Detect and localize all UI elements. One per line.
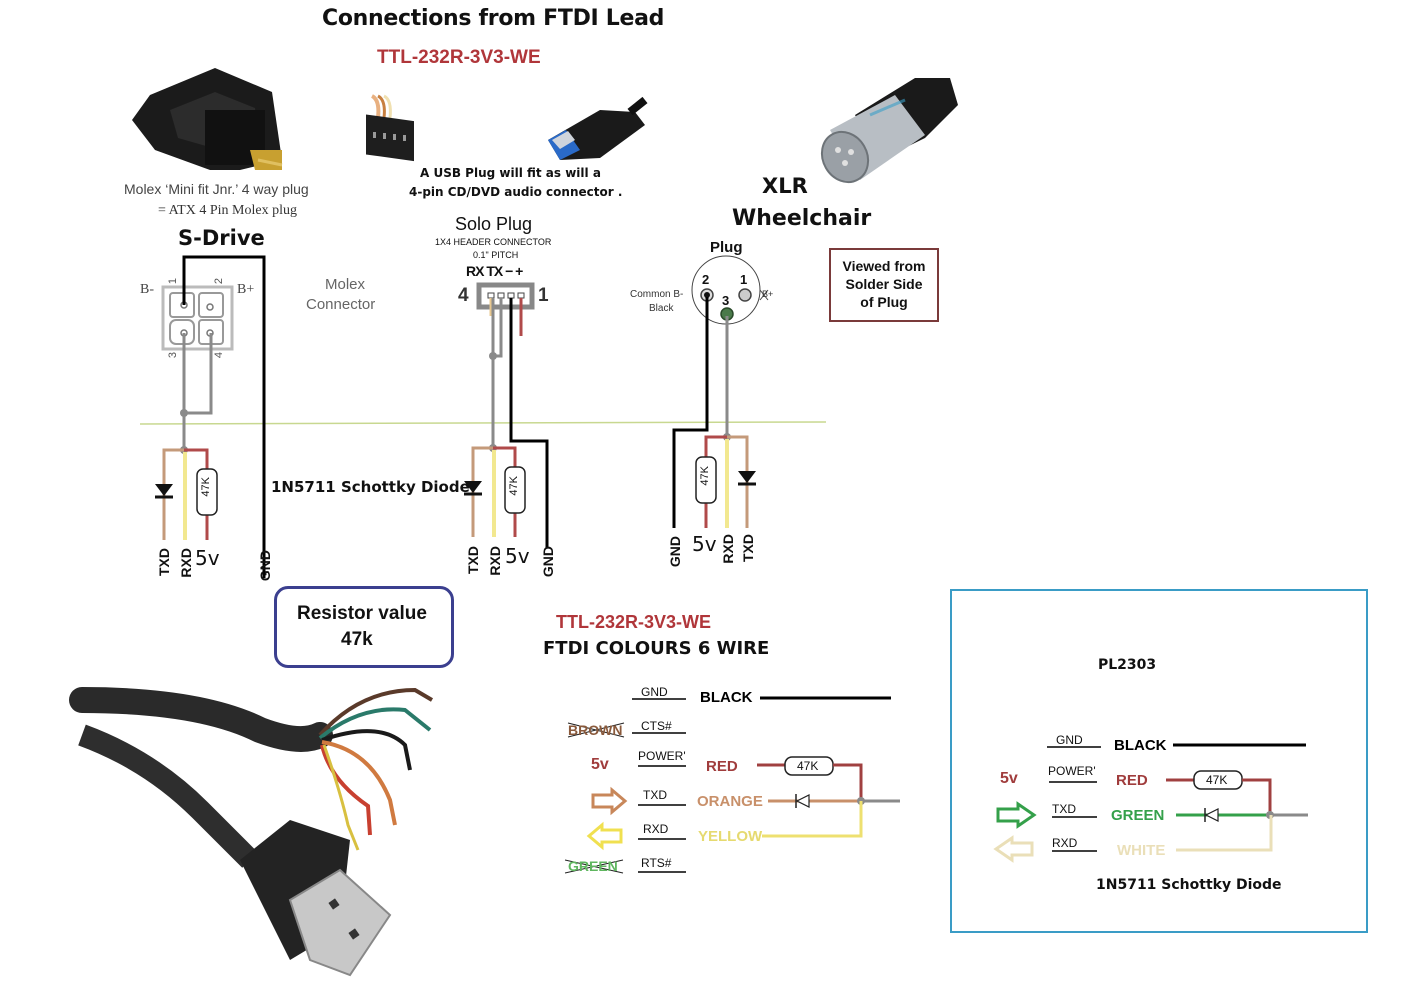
ftdi-table-wiring xyxy=(564,696,900,874)
solo-rxd-label: RXD xyxy=(487,546,503,576)
xlr-pin-2: 2 xyxy=(702,272,710,287)
s-drive-resistor-label: 47K xyxy=(200,477,212,497)
view-note-line2: Solder Side xyxy=(845,276,923,292)
xlr-wiring xyxy=(672,297,756,528)
ftdi-colour-yellow: YELLOW xyxy=(698,828,763,845)
ftdi-signal-rts: RTS# xyxy=(641,856,672,870)
molex-plug-photo xyxy=(132,68,283,170)
molex-caption-line1: Molex ‘Mini fit Jnr.’ 4 way plug xyxy=(124,181,309,197)
solo-plug-subtitle-1: 1X4 HEADER CONNECTOR xyxy=(435,237,552,247)
pl2303-signal-power: POWER' xyxy=(1048,764,1096,778)
ftdi-resistor-label: 47K xyxy=(797,759,819,773)
s-drive-molex-connector xyxy=(161,285,234,351)
diode-label: 1N5711 Schottky Diode xyxy=(271,478,470,496)
b-minus-label: B- xyxy=(140,282,154,297)
view-note-line3: of Plug xyxy=(860,294,908,310)
ftdi-signal-txd: TXD xyxy=(643,788,667,802)
pl2303-signal-rxd: RXD xyxy=(1052,836,1078,850)
ftdi-table-model: TTL-232R-3V3-WE xyxy=(556,612,712,632)
pl2303-colour-white: WHITE xyxy=(1117,842,1166,859)
viewed-from-solder-side-note: Viewed from Solder Side of Plug xyxy=(829,248,939,322)
s-drive-title: S-Drive xyxy=(178,226,265,250)
xlr-common-label-1: Common B- xyxy=(630,289,684,300)
xlr-pin-diagram xyxy=(691,255,769,325)
xlr-title: XLR xyxy=(762,174,808,198)
guide-line xyxy=(139,421,827,425)
xlr-5v-label: 5v xyxy=(692,532,717,556)
s-drive-rxd-label: RXD xyxy=(178,548,194,578)
usb-plug-photo xyxy=(548,96,648,160)
solo-5v-label: 5v xyxy=(505,544,530,568)
xlr-resistor-label: 47K xyxy=(699,466,711,486)
solo-plug-connector xyxy=(476,282,535,310)
ftdi-unused-brown: BROWN xyxy=(568,722,623,738)
usb-caption-line1: A USB Plug will fit as will a xyxy=(420,166,601,180)
s-drive-txd-label: TXD xyxy=(156,548,172,576)
pin-label-3: 3 xyxy=(167,351,180,359)
xlr-rxd-label: RXD xyxy=(720,534,736,564)
pin-label-1: 1 xyxy=(167,277,180,285)
pl2303-signal-txd: TXD xyxy=(1052,802,1076,816)
solo-pin-4-label: 4 xyxy=(458,285,469,306)
xlr-plug-photo xyxy=(820,78,958,184)
ftdi-cable-photo xyxy=(69,687,434,977)
solo-plug-wiring xyxy=(464,298,549,548)
solo-plug-subtitle-2: 0.1" PITCH xyxy=(473,250,519,260)
xlr-b-plus-label: B+ xyxy=(762,289,774,299)
pl2303-signal-gnd: GND xyxy=(1056,733,1083,747)
pl2303-title: PL2303 xyxy=(1098,657,1157,673)
model-label: TTL-232R-3V3-WE xyxy=(377,47,541,68)
solo-pin-1-label: 1 xyxy=(538,285,549,306)
ftdi-5v-label: 5v xyxy=(591,756,609,773)
ftdi-colour-black: BLACK xyxy=(700,689,753,706)
pl2303-colour-red: RED xyxy=(1116,772,1148,789)
pl2303-panel xyxy=(950,589,1368,933)
xlr-pin-3: 3 xyxy=(722,293,730,308)
resistor-note-line1: Resistor value xyxy=(297,603,427,624)
pl2303-colour-green: GREEN xyxy=(1111,807,1165,824)
page-title: Connections from FTDI Lead xyxy=(322,6,665,31)
s-drive-gnd-label: GND xyxy=(257,550,273,582)
xlr-common-label-2: Black xyxy=(649,303,674,314)
xlr-pin-1: 1 xyxy=(740,272,748,287)
usb-caption-line2: 4-pin CD/DVD audio connector . xyxy=(409,185,623,199)
ftdi-signal-rxd: RXD xyxy=(643,822,669,836)
pl2303-5v-label: 5v xyxy=(1000,770,1018,787)
ftdi-table-title: FTDI COLOURS 6 WIRE xyxy=(543,638,770,659)
view-note: Viewed from Solder Side of Plug xyxy=(831,257,937,311)
solo-txd-label: TXD xyxy=(465,546,481,574)
solo-plug-pin-functions: RX TX − + xyxy=(466,263,523,279)
molex-connector-label-2: Connector xyxy=(306,296,376,313)
ftdi-colour-red: RED xyxy=(706,758,738,775)
ftdi-signal-gnd: GND xyxy=(641,685,668,699)
xlr-plug-label: Plug xyxy=(710,239,743,256)
pl2303-wiring xyxy=(993,743,1308,863)
resistor-value-note: Resistor value 47k xyxy=(274,586,454,668)
solo-resistor-label: 47K xyxy=(508,476,520,496)
xlr-txd-label: TXD xyxy=(740,534,756,562)
ftdi-signal-cts: CTS# xyxy=(641,719,672,733)
solo-gnd-label: GND xyxy=(540,546,556,578)
pin-label-2: 2 xyxy=(213,277,226,285)
resistor-note-line2: 47k xyxy=(341,629,373,650)
s-drive-5v-label: 5v xyxy=(195,546,220,570)
molex-connector-label-1: Molex xyxy=(325,276,366,293)
view-note-line1: Viewed from xyxy=(842,258,926,274)
header-connector-photo xyxy=(366,94,414,162)
pl2303-resistor-label: 47K xyxy=(1206,773,1228,787)
xlr-gnd-label: GND xyxy=(667,536,683,568)
ftdi-unused-green: GREEN xyxy=(568,858,618,874)
molex-caption-line2: = ATX 4 Pin Molex plug xyxy=(158,203,297,218)
solo-plug-title: Solo Plug xyxy=(455,214,533,234)
pin-label-4: 4 xyxy=(213,351,226,359)
pl2303-colour-black: BLACK xyxy=(1114,737,1167,754)
ftdi-signal-power: POWER' xyxy=(638,749,686,763)
xlr-subtitle: Wheelchair xyxy=(732,206,872,231)
s-drive-wiring xyxy=(155,255,266,578)
ftdi-colour-orange: ORANGE xyxy=(697,793,763,810)
b-plus-label: B+ xyxy=(237,282,255,297)
pl2303-diode-label: 1N5711 Schottky Diode xyxy=(1096,877,1282,893)
